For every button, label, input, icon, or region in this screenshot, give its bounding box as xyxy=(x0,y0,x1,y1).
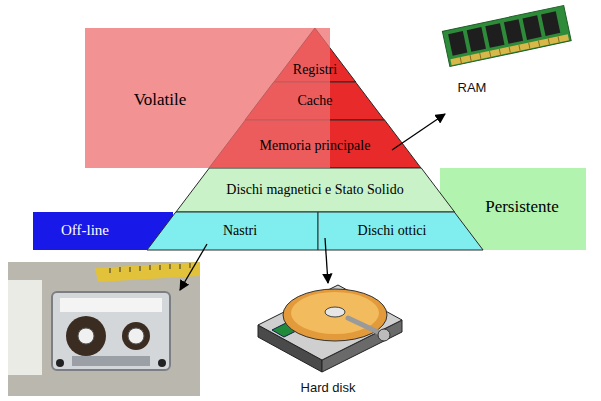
pyramid-tier: Nastri xyxy=(147,212,318,250)
tier-label: Dischi magnetici e Stato Solido xyxy=(226,182,403,198)
tape-cartridge-photo xyxy=(8,262,200,396)
tier-label: Cache xyxy=(297,93,332,109)
ram-module xyxy=(442,6,571,67)
tier-label: Volatile xyxy=(134,90,187,110)
tier-label: Off-line xyxy=(61,222,109,239)
tier-label: Dischi ottici xyxy=(358,223,427,239)
tier-outline xyxy=(318,212,483,250)
tier-label: Registri xyxy=(293,62,337,78)
tier-label: Memoria principale xyxy=(260,138,371,154)
tier-label: Nastri xyxy=(223,223,257,239)
pyramid-tier: Dischi ottici xyxy=(318,212,483,250)
tier-label: Persistente xyxy=(485,197,559,217)
tier-outline xyxy=(147,212,318,250)
hard-disk-illustration xyxy=(258,285,402,372)
image-label: Hard disk xyxy=(301,381,356,396)
leader-arrow xyxy=(392,114,445,150)
leader-arrow xyxy=(180,244,207,290)
pyramid-tier: Dischi magnetici e Stato Solido xyxy=(176,168,455,212)
tier-outline xyxy=(176,168,455,212)
image-label: RAM xyxy=(458,81,487,96)
